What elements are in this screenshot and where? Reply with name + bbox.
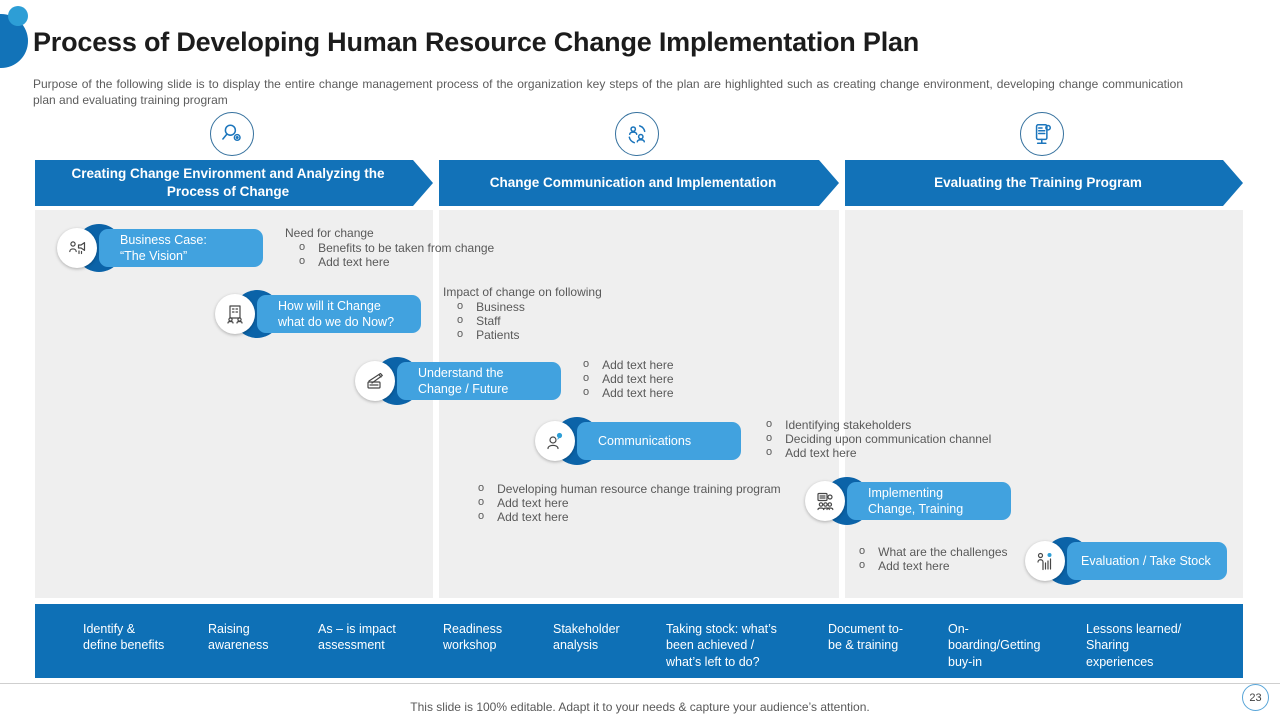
step-label-box: How will it Change what do we do Now?: [257, 295, 421, 333]
step-communications: Communications: [535, 417, 745, 467]
note-bullet: Add text here: [575, 372, 795, 386]
step-implementing-change: Implementing Change, Training: [805, 477, 1015, 527]
page-number-badge: 23: [1242, 684, 1269, 711]
note-bullet: Add text here: [285, 255, 535, 269]
organization-building-icon: [215, 294, 255, 334]
step-notes: What are the challengesAdd text here: [845, 545, 1075, 573]
page-title: Process of Developing Human Resource Cha…: [33, 27, 920, 57]
note-title: Impact of change on following: [443, 285, 602, 299]
footer-note: This slide is 100% editable. Adapt it to…: [410, 700, 870, 714]
timeline-item-readiness-workshop: Readiness workshop: [443, 622, 503, 653]
timeline-item-as-is-impact: As – is impact assessment: [318, 622, 396, 653]
note-bullet: Staff: [443, 314, 693, 328]
step-notes: Need for change Benefits to be taken fro…: [285, 226, 535, 269]
step-evaluation-take-stock: Evaluation / Take Stock: [1025, 537, 1235, 587]
timeline-item-identify-benefits: Identify & define benefits: [83, 622, 165, 653]
note-title: Need for change: [285, 226, 374, 240]
note-bullet: Patients: [443, 328, 693, 342]
note-bullet: Add text here: [470, 496, 810, 510]
note-bullet: Add text here: [470, 510, 810, 524]
note-bullet: Add text here: [845, 559, 1075, 573]
column-header-creating-change: Creating Change Environment and Analyzin…: [35, 160, 433, 206]
training-session-icon: [805, 481, 845, 521]
planning-tools-icon: [355, 361, 395, 401]
note-bullet-list: Developing human resource change trainin…: [470, 482, 810, 524]
step-label-box: Implementing Change, Training: [847, 482, 1011, 520]
note-bullet: What are the challenges: [845, 545, 1075, 559]
note-bullet: Business: [443, 300, 693, 314]
column-panel-1: [35, 210, 433, 598]
note-bullet-list: What are the challengesAdd text here: [845, 545, 1075, 573]
timeline-item-document-to-be: Document to- be & training: [828, 622, 904, 653]
timeline-item-stakeholder-analysis: Stakeholder analysis: [553, 622, 620, 653]
note-bullet-list: Add text hereAdd text hereAdd text here: [575, 358, 795, 400]
training-screen-icon: [1020, 112, 1064, 156]
timeline-item-taking-stock: Taking stock: what’s been achieved / wha…: [666, 622, 777, 669]
note-bullet: Add text here: [575, 358, 795, 372]
note-bullet: Identifying stakeholders: [752, 418, 1042, 432]
timeline-bar: Identify & define benefits Raising aware…: [35, 604, 1243, 678]
people-exchange-icon: [615, 112, 659, 156]
note-bullet-list: Identifying stakeholdersDeciding upon co…: [752, 418, 1042, 460]
note-bullet: Deciding upon communication channel: [752, 432, 1042, 446]
step-label-box: Communications: [577, 422, 741, 460]
evaluation-chart-icon: [1025, 541, 1065, 581]
step-notes: Identifying stakeholdersDeciding upon co…: [752, 418, 1042, 460]
step-label-box: Evaluation / Take Stock: [1067, 542, 1227, 580]
step-notes: Developing human resource change trainin…: [470, 482, 810, 524]
column-panel-3: [845, 210, 1243, 598]
note-bullet-list: BusinessStaffPatients: [443, 300, 693, 342]
footer-divider: [0, 683, 1280, 684]
step-label-box: Business Case: “The Vision”: [99, 229, 263, 267]
analysis-magnifier-icon: [210, 112, 254, 156]
timeline-item-raising-awareness: Raising awareness: [208, 622, 269, 653]
page-subtitle: Purpose of the following slide is to dis…: [33, 77, 1183, 107]
timeline-item-lessons-learned: Lessons learned/ Sharing experiences: [1086, 622, 1182, 669]
column-panel-2: [439, 210, 839, 598]
step-notes: Add text hereAdd text hereAdd text here: [575, 358, 795, 400]
column-header-evaluating: Evaluating the Training Program: [845, 160, 1243, 206]
business-vision-icon: [57, 228, 97, 268]
step-label-box: Understand the Change / Future: [397, 362, 561, 400]
step-how-will-it-change: How will it Change what do we do Now?: [215, 290, 425, 340]
column-header-communication: Change Communication and Implementation: [439, 160, 839, 206]
note-bullet-list: Benefits to be taken from changeAdd text…: [285, 241, 535, 269]
step-notes: Impact of change on following BusinessSt…: [443, 285, 693, 343]
note-bullet: Benefits to be taken from change: [285, 241, 535, 255]
note-bullet: Add text here: [752, 446, 1042, 460]
step-business-case: Business Case: “The Vision”: [57, 224, 267, 274]
note-bullet: Add text here: [575, 386, 795, 400]
note-bullet: Developing human resource change trainin…: [470, 482, 810, 496]
person-chat-icon: [535, 421, 575, 461]
corner-decoration-dot: [8, 6, 28, 26]
step-understand-change: Understand the Change / Future: [355, 357, 565, 407]
timeline-item-onboarding: On- boarding/Getting buy-in: [948, 622, 1041, 669]
